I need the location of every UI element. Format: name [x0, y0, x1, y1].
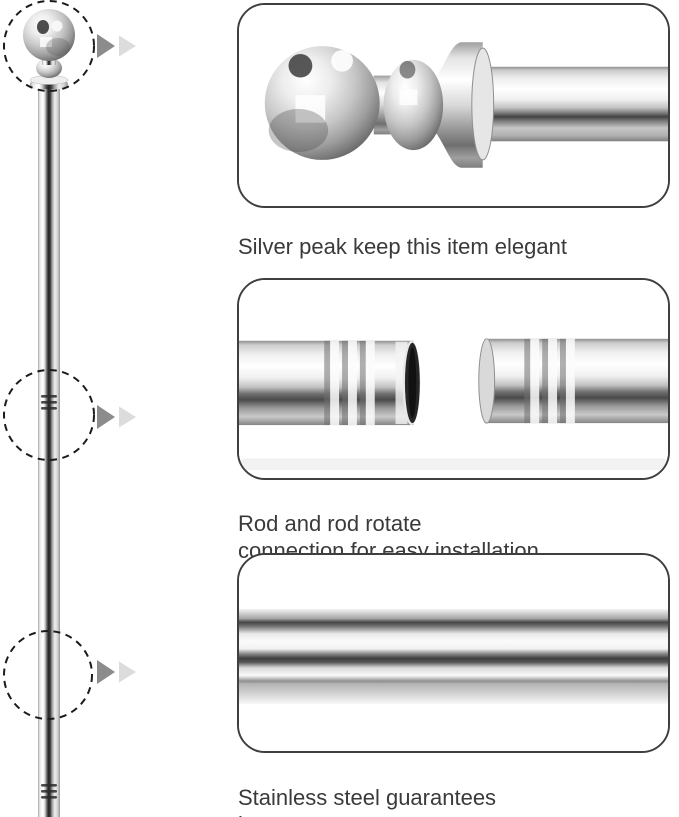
- ball-finial: [23, 9, 75, 89]
- panel-material-closeup: [237, 553, 670, 753]
- flagpole-overview: [0, 0, 160, 817]
- arrow-right-icon: [119, 661, 136, 683]
- callout-arrows: [97, 34, 136, 684]
- flagpole-rod: [38, 86, 60, 817]
- caption-material-line1: Stainless steel guarantees: [238, 785, 497, 810]
- caption-material: Stainless steel guarantees long-term use: [238, 784, 668, 817]
- rod-joint-ridges: [41, 395, 57, 410]
- connection-closeup-photo: [239, 280, 668, 478]
- arrow-right-icon: [97, 34, 115, 58]
- material-photo: [239, 608, 668, 704]
- caption-material-line2: long-term use: [238, 811, 668, 817]
- finial-closeup-photo: [239, 5, 668, 206]
- right-rod-segment: [478, 338, 668, 424]
- panel-connection-closeup: [237, 278, 670, 480]
- finial-photo: [264, 42, 668, 168]
- material-closeup-photo: [239, 555, 668, 751]
- arrow-right-icon: [119, 35, 136, 57]
- flagpole-illustration: [3, 0, 136, 817]
- caption-connection-line1: Rod and rod rotate: [238, 511, 422, 536]
- panel-finial-closeup: [237, 3, 670, 208]
- rod-bottom-ridges: [41, 784, 57, 799]
- callout-circle-surface: [3, 630, 93, 720]
- callout-circle-finial: [3, 0, 95, 92]
- caption-finial-line1: Silver peak keep this item elegant: [238, 234, 567, 259]
- arrow-right-icon: [97, 660, 115, 684]
- arrow-right-icon: [97, 405, 115, 429]
- left-rod-segment: [239, 340, 421, 426]
- callout-circle-joint: [3, 369, 95, 461]
- callout-circles: [3, 0, 95, 720]
- connection-photo: [239, 338, 668, 471]
- caption-finial: Silver peak keep this item elegant: [238, 233, 668, 260]
- arrow-right-icon: [119, 406, 136, 428]
